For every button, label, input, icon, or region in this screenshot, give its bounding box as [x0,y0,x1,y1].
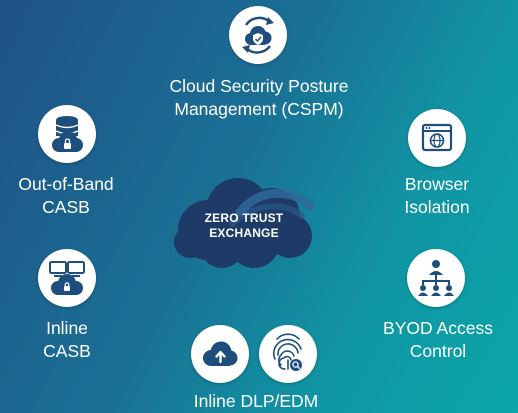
dlp-fingerprint-icon-circle [259,325,317,383]
cspm-label: Cloud Security Posture Management (CSPM) [143,75,375,121]
oob-casb-label: Out-of-Band CASB [0,173,132,219]
inline-casb-label: Inline CASB [26,317,108,363]
dlp-line1: Inline DLP/EDM [193,391,319,411]
zero-trust-exchange-label: ZERO TRUST EXCHANGE [170,211,318,241]
browser-isolation-label: Browser Isolation [385,173,489,219]
cloud-sync-shield-icon [242,16,274,54]
oob-casb-icon-circle [38,105,96,163]
cloud-upload-icon [203,341,238,366]
devices-cloud-lock-icon [49,261,85,295]
zero-trust-exchange-cloud: ZERO TRUST EXCHANGE [170,172,318,272]
cspm-line1: Cloud Security Posture [169,76,349,96]
browser-isolation-icon-circle [408,109,466,167]
inline-casb-icon-circle [38,249,96,307]
org-chart-icon [418,260,454,296]
inline-casb-line1: Inline [46,318,88,338]
cloud-shape [174,178,315,268]
inline-casb-line2: CASB [43,341,91,361]
browser-globe-icon [421,123,453,152]
browser-isolation-line2: Isolation [404,197,470,217]
dlp-label: Inline DLP/EDM [170,390,342,413]
byod-label: BYOD Access Control [372,317,504,363]
oob-casb-line2: CASB [42,197,90,217]
byod-icon-circle [407,249,465,307]
fingerprint-search-icon [272,333,302,371]
byod-line1: BYOD Access [383,318,493,338]
center-line1: ZERO TRUST [204,211,284,225]
center-line2: EXCHANGE [209,226,279,240]
oob-casb-line1: Out-of-Band [18,174,114,194]
byod-line2: Control [409,341,467,361]
cspm-icon-circle [229,6,287,64]
database-cloud-lock-icon [52,116,83,152]
cspm-line2: Management (CSPM) [174,99,344,119]
browser-isolation-line1: Browser [404,174,470,194]
dlp-cloud-icon-circle [191,325,249,383]
